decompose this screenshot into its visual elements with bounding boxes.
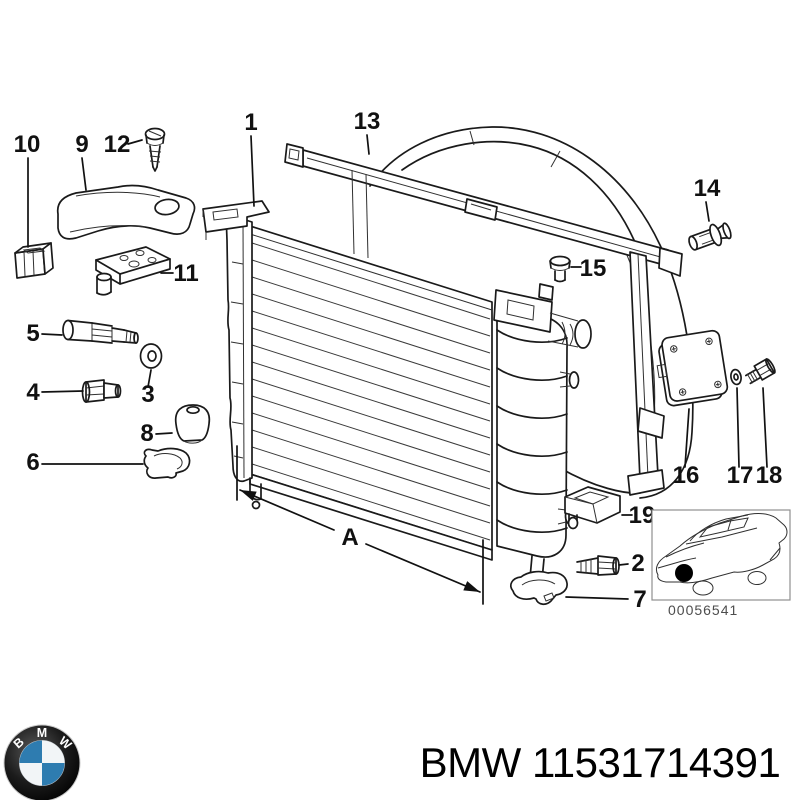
callout-6: 6 [26,449,39,476]
callout-3: 3 [141,381,154,408]
vehicle-thumbnail-frame [651,509,791,601]
part-cover-9 [56,184,196,240]
part-screw-12 [144,127,166,172]
part-washer-17 [730,368,742,386]
part-clip-6 [143,447,191,479]
part-holder-10 [14,242,54,279]
part-bracket-11 [95,246,171,296]
callout-7: 7 [633,586,646,613]
callout-12: 12 [104,131,131,158]
vehicle-thumbnail: 00056541 [651,509,791,618]
footer: B M W BMW 11531714391 [3,724,781,800]
callout-10: 10 [14,131,41,158]
part-grommet-3 [139,343,163,369]
logo-quadrant-blue-tl [19,740,42,763]
logo-quadrant-blue-br [42,763,65,786]
callout-14: 14 [694,175,721,202]
radiator-drawing [202,200,493,561]
diagram-code: 00056541 [668,602,738,618]
part-number-title: BMW 11531714391 [420,739,781,786]
callout-17: 17 [727,462,754,489]
logo-letter-m: M [37,726,47,740]
dimension-arrowhead-left [240,490,257,501]
part-screw-15 [549,255,571,283]
part-temp-switch-5 [62,319,139,344]
callout-1: 1 [244,109,257,136]
callout-2: 2 [631,550,644,577]
logo-quadrant-white-tr [42,740,65,763]
callout-9: 9 [75,131,88,158]
part-plug-screw-2 [576,555,620,576]
part-bolt-18 [745,358,776,385]
radiator-core-fins [251,242,491,541]
part-location-marker [675,564,693,582]
part-rivet-14 [688,222,732,251]
dimension-label: A [341,524,358,551]
callout-19: 19 [629,502,656,529]
part-control-unit-16 [656,329,729,407]
callout-leaders [27,134,768,600]
callout-5: 5 [26,320,39,347]
logo-quadrant-white-bl [19,763,42,786]
bmw-logo: B M W [3,724,81,800]
part-buffer-8 [174,404,211,444]
callout-4: 4 [26,379,40,406]
callout-15: 15 [580,255,607,282]
vehicle-outline [655,513,788,596]
callout-8: 8 [140,420,153,447]
callout-11: 11 [173,260,198,287]
dimension-arrowhead-right [463,581,480,592]
callout-13: 13 [354,108,381,135]
expansion-tank-drawing [493,283,592,597]
part-plug-4 [81,379,122,403]
part-mount-19 [564,486,621,530]
fan-shroud-drawing [284,126,694,499]
dimension-A: A [236,445,484,605]
callout-labels: 1 2 3 4 5 6 7 8 9 10 11 12 13 14 15 16 1… [14,108,783,613]
part-clamp-7 [510,570,568,605]
callout-16: 16 [673,462,700,489]
callout-18: 18 [756,462,783,489]
